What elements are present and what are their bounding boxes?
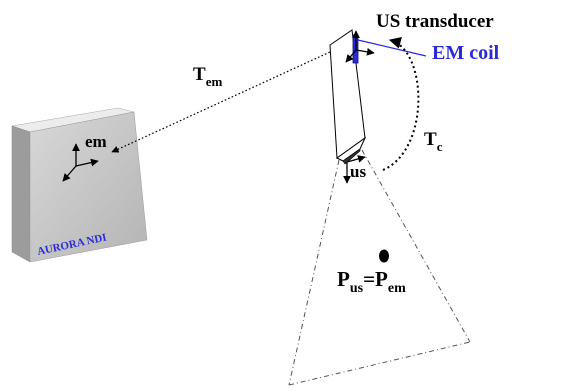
target-point [379, 249, 389, 263]
probe-tip-face [342, 148, 361, 165]
t-c-label: Tc [424, 129, 443, 154]
t-em-transform-line [111, 40, 355, 153]
em-coordinate-frame [62, 143, 99, 182]
t-em-label: Tem [193, 64, 222, 89]
us-transducer-probe [329, 29, 367, 165]
aurora-field-generator: AURORA NDI [11, 107, 148, 263]
us-transducer-label: US transducer [376, 11, 494, 32]
t-c-transform-curve [382, 36, 420, 171]
us-coordinate-frame [343, 155, 366, 184]
coil-coordinate-frame [345, 30, 375, 63]
box-front-face [11, 125, 31, 263]
point-equality-label: Pus=Pem [337, 267, 406, 296]
em-coil-pointer [357, 39, 427, 57]
em-coil-label: EM coil [432, 42, 500, 64]
us-frame-label: us [350, 162, 366, 181]
em-frame-label: em [85, 132, 107, 151]
probe-body [329, 29, 366, 159]
ultrasound-image-plane [288, 149, 471, 386]
